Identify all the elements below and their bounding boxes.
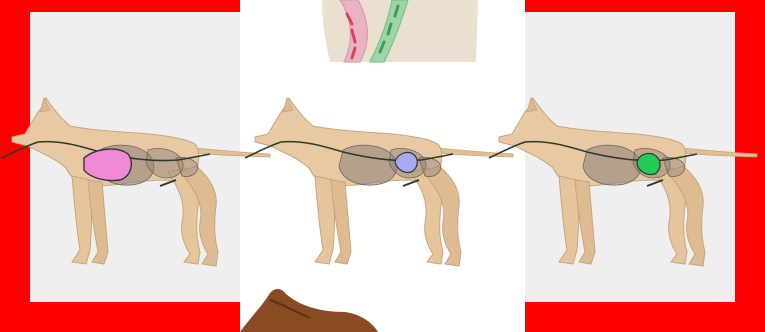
tube-inset [322,0,478,62]
